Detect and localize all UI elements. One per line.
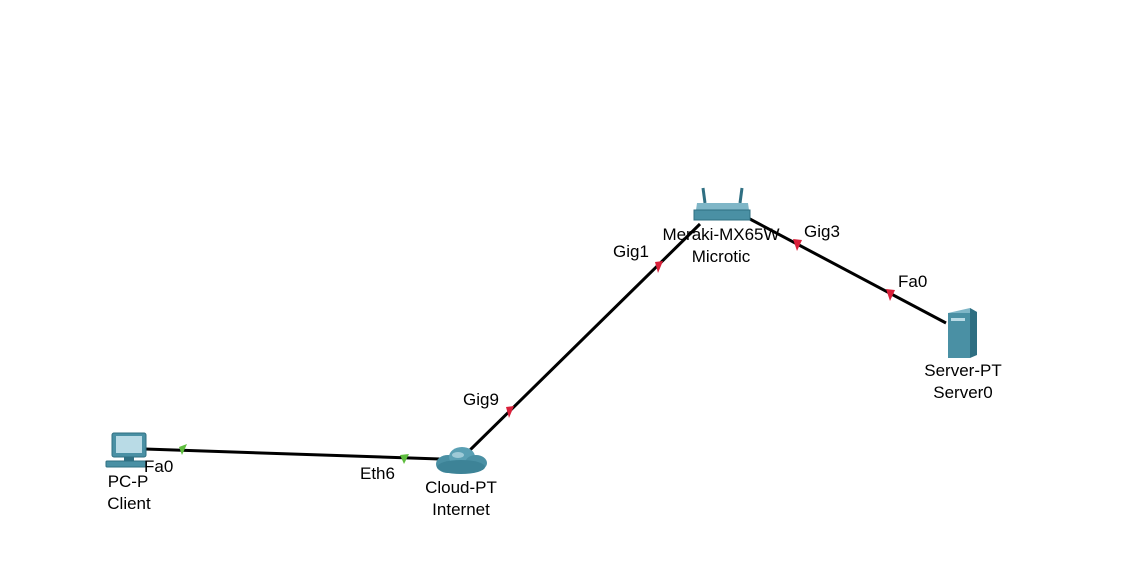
cloud-icon[interactable] (436, 447, 487, 474)
links-layer (144, 216, 947, 461)
device-name-label: Server0 (933, 383, 993, 402)
link-microtic-server[interactable] (747, 216, 947, 325)
port-status-down-icon (886, 289, 895, 301)
link-client-internet[interactable] (144, 447, 441, 461)
device-model-label: Server-PT (924, 361, 1001, 380)
port-label-internet-eth6: Eth6 (360, 464, 395, 483)
pc-icon[interactable] (105, 432, 147, 468)
port-label-microtic-gig3: Gig3 (804, 222, 840, 241)
device-label-microtic: Meraki-MX65W Microtic (662, 225, 779, 266)
port-status-down-icon (793, 239, 802, 251)
port-label-internet-gig9: Gig9 (463, 390, 499, 409)
device-label-internet: Cloud-PT Internet (425, 478, 497, 519)
port-status-up-icon (179, 444, 187, 455)
device-name-label: Microtic (692, 247, 751, 266)
port-status-down-icon (506, 406, 514, 418)
server-icon[interactable] (948, 308, 977, 358)
device-label-server: Server-PT Server0 (924, 361, 1001, 402)
port-label-microtic-gig1: Gig1 (613, 242, 649, 261)
device-model-label: Meraki-MX65W (662, 225, 779, 244)
port-labels-layer: Fa0 Eth6 Gig9 Gig1 Gig3 Fa0 (144, 222, 927, 483)
port-label-server-fa0: Fa0 (898, 272, 927, 291)
port-indicators-layer (179, 239, 895, 464)
device-name-label: Client (107, 494, 151, 513)
link-internet-microtic[interactable] (466, 222, 702, 454)
device-model-label: PC-P (108, 472, 149, 491)
device-model-label: Cloud-PT (425, 478, 497, 497)
wireless-router-icon[interactable] (693, 187, 751, 221)
port-status-up-icon (400, 454, 409, 464)
device-label-client: PC-P Client (107, 472, 151, 513)
device-name-label: Internet (432, 500, 490, 519)
port-label-client-fa0: Fa0 (144, 457, 173, 476)
port-status-down-icon (655, 261, 663, 273)
